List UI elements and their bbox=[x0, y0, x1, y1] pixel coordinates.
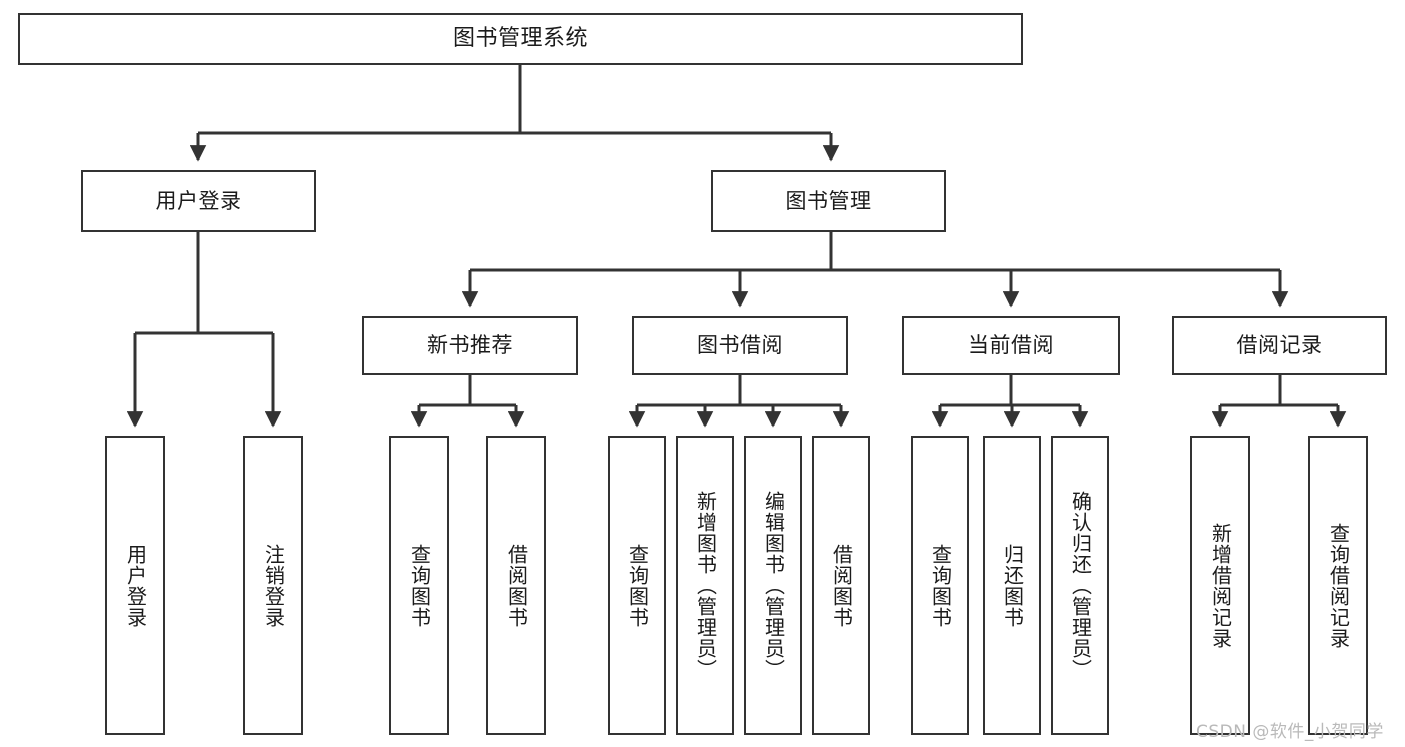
node-current-borrow[interactable]: 当前借阅 bbox=[902, 316, 1120, 375]
node-leaf-user-login-label: 用户登录 bbox=[123, 543, 148, 628]
node-leaf-bb-add-label: 新增图书（管理员） bbox=[693, 491, 718, 680]
node-leaf-br-query-label: 查询借阅记录 bbox=[1326, 522, 1351, 649]
node-leaf-cb-return[interactable]: 归还图书 bbox=[983, 436, 1041, 735]
node-user-login-label: 用户登录 bbox=[155, 188, 242, 213]
csdn-watermark: CSDN @软件_小贺同学 bbox=[1196, 722, 1384, 742]
node-leaf-br-add-label: 新增借阅记录 bbox=[1208, 522, 1233, 649]
node-leaf-rec-borrow-label: 借阅图书 bbox=[504, 543, 529, 628]
node-leaf-rec-query[interactable]: 查询图书 bbox=[389, 436, 449, 735]
node-leaf-cb-return-label: 归还图书 bbox=[1000, 543, 1025, 628]
node-new-book-rec[interactable]: 新书推荐 bbox=[362, 316, 578, 375]
node-leaf-bb-borrow-label: 借阅图书 bbox=[829, 543, 854, 628]
node-leaf-bb-edit-label: 编辑图书（管理员） bbox=[761, 491, 786, 680]
node-leaf-bb-add[interactable]: 新增图书（管理员） bbox=[676, 436, 734, 735]
node-book-borrow-label: 图书借阅 bbox=[697, 333, 783, 358]
node-leaf-cb-confirm[interactable]: 确认归还（管理员） bbox=[1051, 436, 1109, 735]
node-root[interactable]: 图书管理系统 bbox=[18, 13, 1023, 65]
node-leaf-bb-query[interactable]: 查询图书 bbox=[608, 436, 666, 735]
node-leaf-br-add[interactable]: 新增借阅记录 bbox=[1190, 436, 1250, 735]
node-leaf-rec-borrow[interactable]: 借阅图书 bbox=[486, 436, 546, 735]
node-borrow-record-label: 借阅记录 bbox=[1236, 333, 1323, 358]
node-leaf-cb-query-label: 查询图书 bbox=[928, 543, 953, 628]
node-borrow-record[interactable]: 借阅记录 bbox=[1172, 316, 1387, 375]
node-new-book-rec-label: 新书推荐 bbox=[427, 333, 513, 358]
node-leaf-rec-query-label: 查询图书 bbox=[407, 543, 432, 628]
node-leaf-bb-edit[interactable]: 编辑图书（管理员） bbox=[744, 436, 802, 735]
node-book-borrow[interactable]: 图书借阅 bbox=[632, 316, 848, 375]
node-leaf-user-login[interactable]: 用户登录 bbox=[105, 436, 165, 735]
node-leaf-bb-borrow[interactable]: 借阅图书 bbox=[812, 436, 870, 735]
node-book-manage-label: 图书管理 bbox=[785, 188, 872, 213]
node-root-label: 图书管理系统 bbox=[452, 26, 588, 52]
node-current-borrow-label: 当前借阅 bbox=[968, 333, 1054, 358]
node-book-manage[interactable]: 图书管理 bbox=[711, 170, 946, 232]
node-leaf-bb-query-label: 查询图书 bbox=[625, 543, 650, 628]
node-leaf-user-logout-label: 注销登录 bbox=[261, 543, 286, 628]
node-leaf-br-query[interactable]: 查询借阅记录 bbox=[1308, 436, 1368, 735]
node-leaf-cb-confirm-label: 确认归还（管理员） bbox=[1068, 491, 1093, 680]
node-user-login[interactable]: 用户登录 bbox=[81, 170, 316, 232]
node-leaf-user-logout[interactable]: 注销登录 bbox=[243, 436, 303, 735]
node-leaf-cb-query[interactable]: 查询图书 bbox=[911, 436, 969, 735]
